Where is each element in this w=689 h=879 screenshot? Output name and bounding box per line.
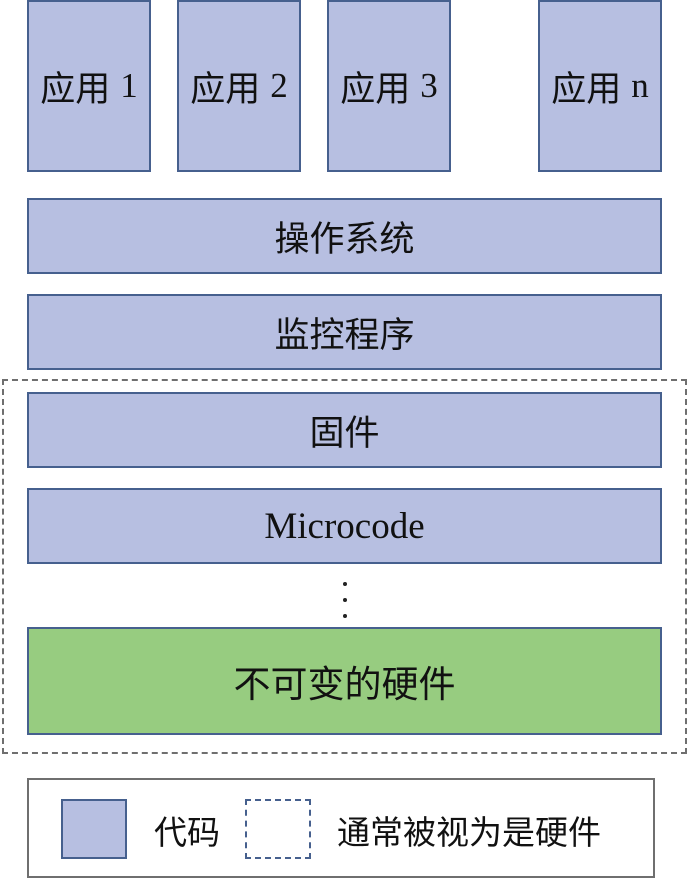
app-label: 应用: [340, 69, 411, 110]
vertical-ellipsis: [335, 582, 355, 618]
monitor-layer-label: 监控程序: [274, 315, 415, 356]
monitor-layer: 监控程序: [27, 294, 662, 370]
legend-hardware-swatch: [245, 799, 311, 859]
immutable-hardware-layer: 不可变的硬件: [27, 627, 662, 735]
hardware-group-boundary: [2, 379, 687, 754]
ellipsis-dot: [343, 582, 347, 586]
immutable-hardware-label: 不可变的硬件: [233, 663, 456, 706]
app-number: 2: [270, 66, 288, 105]
app-label: 应用: [40, 69, 111, 110]
microcode-layer-label: Microcode: [264, 505, 425, 547]
legend-hardware-label: 通常被视为是硬件: [337, 813, 601, 852]
firmware-layer: 固件: [27, 392, 662, 468]
app-label: 应用: [190, 69, 261, 110]
app-number: 1: [120, 66, 138, 105]
app-number: 3: [420, 66, 438, 105]
os-layer: 操作系统: [27, 198, 662, 274]
legend-code-label: 代码: [154, 813, 220, 852]
app-number: n: [631, 66, 649, 105]
legend: 代码 通常被视为是硬件: [27, 778, 655, 878]
ellipsis-dot: [343, 614, 347, 618]
os-layer-label: 操作系统: [274, 219, 415, 260]
firmware-layer-label: 固件: [309, 413, 380, 454]
microcode-layer: Microcode: [27, 488, 662, 564]
app-label: 应用: [551, 69, 622, 110]
ellipsis-dot: [343, 598, 347, 602]
legend-code-swatch: [61, 799, 127, 859]
